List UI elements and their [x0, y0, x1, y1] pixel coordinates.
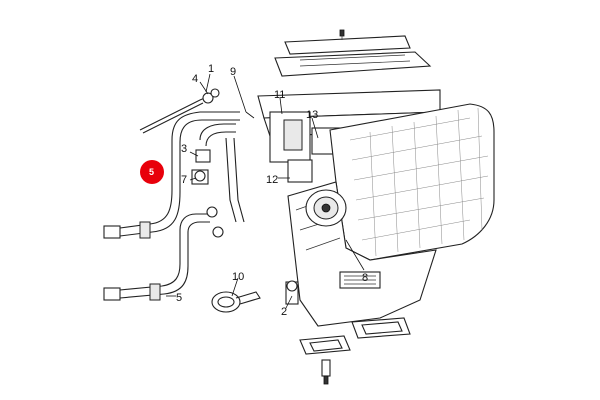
highlight-label: 5: [149, 167, 154, 177]
bottom-gaskets: [299, 317, 411, 385]
callout-5: 5: [176, 292, 182, 304]
evaporator-grid: [349, 107, 489, 257]
callout-11: 11: [274, 89, 285, 101]
hose-upper: [103, 111, 240, 239]
callout-13: 13: [306, 109, 318, 121]
clip-part: [211, 291, 261, 313]
hvac-housing: [257, 89, 495, 327]
top-cover-plate: [274, 29, 432, 77]
callout-7: 7: [181, 174, 187, 186]
callout-9: 9: [230, 66, 236, 78]
blower-wheel: [305, 189, 347, 227]
valve-assembly: [191, 123, 245, 238]
leader-lines: [166, 73, 365, 309]
callout-8: 8: [362, 272, 368, 284]
callout-3: 3: [181, 143, 187, 155]
highlight-marker: 5: [140, 160, 164, 184]
callout-4: 4: [192, 73, 198, 85]
hose-lower: [103, 213, 210, 301]
callout-2: 2: [281, 306, 287, 318]
callout-10: 10: [232, 271, 244, 283]
callout-12: 12: [266, 174, 278, 186]
control-cable: [139, 88, 220, 134]
callout-1: 1: [208, 63, 214, 75]
